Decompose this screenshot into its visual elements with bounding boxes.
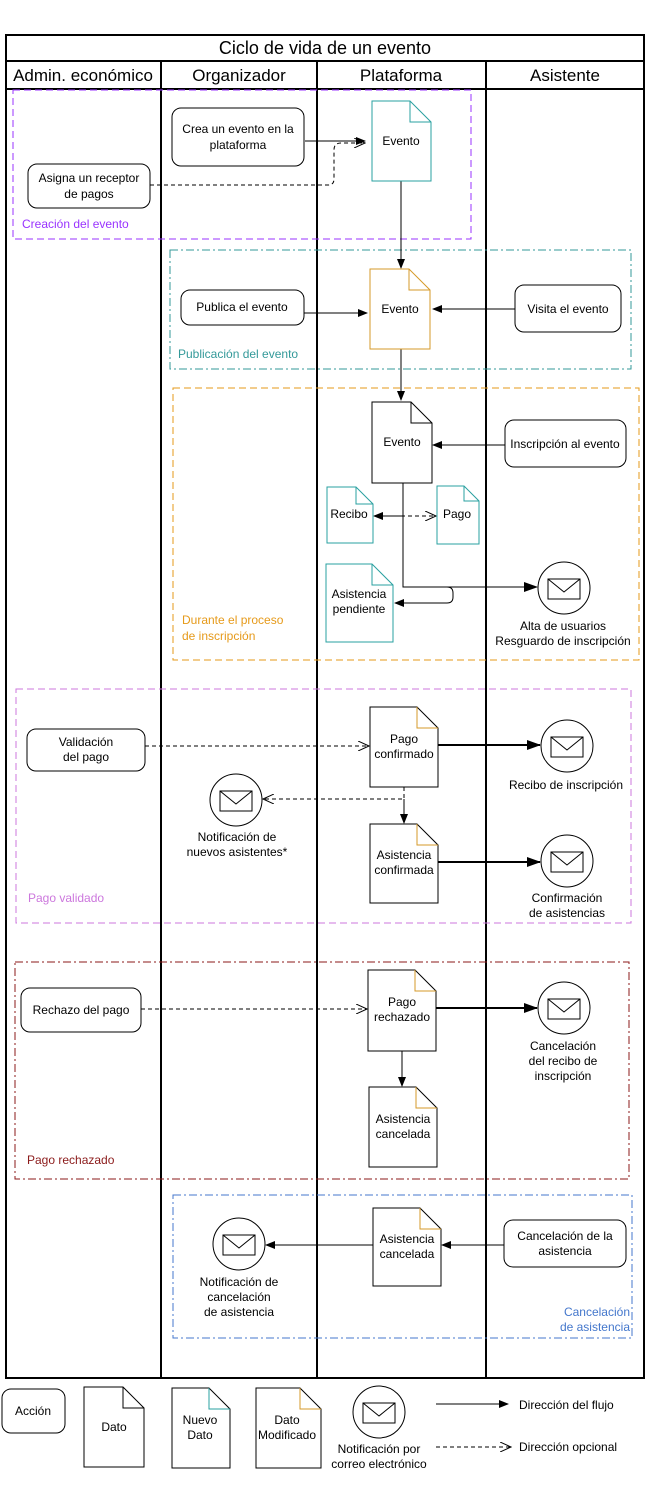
svg-text:Pago: Pago <box>443 507 471 521</box>
arrow-notif-nuevos <box>263 787 405 799</box>
data-recibo: Recibo <box>326 486 374 544</box>
lane-header-organizador: Organizador <box>192 66 286 85</box>
lane-header-asistente: Asistente <box>530 66 600 85</box>
mail-icon-alta-usuarios <box>537 561 591 615</box>
arrow-asigna-receptor <box>150 143 365 186</box>
group-validado-label: Pago validado <box>28 891 104 905</box>
mail-icon-confirmacion <box>540 834 594 888</box>
data-evento-publicado: Evento <box>369 268 431 350</box>
svg-text:Acción: Acción <box>15 1404 51 1418</box>
legend-dato: Dato <box>83 1386 145 1468</box>
group-rechazado-label: Pago rechazado <box>27 1153 115 1167</box>
arrow-alta-usuarios <box>402 483 538 592</box>
group-inscripcion-label-2: de inscripción <box>182 629 255 643</box>
group-creacion-label: Creación del evento <box>22 217 129 231</box>
group-inscripcion-label-1: Durante el proceso <box>182 613 284 627</box>
svg-text:Evento: Evento <box>381 302 419 316</box>
svg-text:Inscripción al evento: Inscripción al evento <box>510 437 620 451</box>
action-rechazo-pago: Rechazo del pago <box>20 987 142 1033</box>
action-publica-evento: Publica el evento <box>180 289 305 326</box>
mail-icon-recibo-inscripcion <box>540 719 594 773</box>
group-creacion <box>12 89 472 240</box>
diagram-title: Ciclo de vida de un evento <box>219 38 431 58</box>
data-pago: Pago <box>436 485 480 545</box>
action-visita-evento: Visita el evento <box>514 284 622 333</box>
data-evento-inscripcion: Evento <box>371 401 433 484</box>
lane-header-plataforma: Plataforma <box>360 66 443 85</box>
legend-flujo-label: Dirección del flujo <box>519 1398 614 1412</box>
svg-text:Dato: Dato <box>101 1420 127 1434</box>
group-publicacion-label: Publicación del evento <box>178 347 298 361</box>
group-rechazado <box>14 961 630 1180</box>
svg-text:Evento: Evento <box>383 435 421 449</box>
group-cancelacion-label-1: Cancelación <box>564 1305 630 1319</box>
mail-icon-notif-nuevos <box>209 773 263 827</box>
swimlane-frame <box>5 34 645 1379</box>
group-cancelacion <box>172 1194 633 1339</box>
group-cancelacion-label-2: de asistencia <box>560 1320 630 1334</box>
lane-header-admin: Admin. económico <box>13 66 153 85</box>
mail-icon-notif-cancelacion <box>212 1217 266 1271</box>
group-inscripcion <box>172 387 640 661</box>
group-validado <box>15 688 632 924</box>
svg-text:Evento: Evento <box>382 134 420 148</box>
svg-text:Rechazo del pago: Rechazo del pago <box>33 1003 130 1017</box>
mail-icon-cancelacion-recibo <box>537 981 591 1035</box>
legend-accion: Acción <box>1 1388 66 1434</box>
legend-mail-icon <box>352 1385 406 1439</box>
action-inscripcion-evento: Inscripción al evento <box>504 419 627 468</box>
svg-text:Recibo: Recibo <box>330 507 368 521</box>
svg-text:Publica el evento: Publica el evento <box>196 300 288 314</box>
legend-opcional-label: Dirección opcional <box>519 1440 617 1454</box>
label-recibo-inscripcion: Recibo de inscripción <box>509 778 623 792</box>
arrow-asistencia-pendiente <box>394 586 454 607</box>
data-evento-nuevo: Evento <box>371 100 432 182</box>
svg-text:Visita el evento: Visita el evento <box>527 302 608 316</box>
